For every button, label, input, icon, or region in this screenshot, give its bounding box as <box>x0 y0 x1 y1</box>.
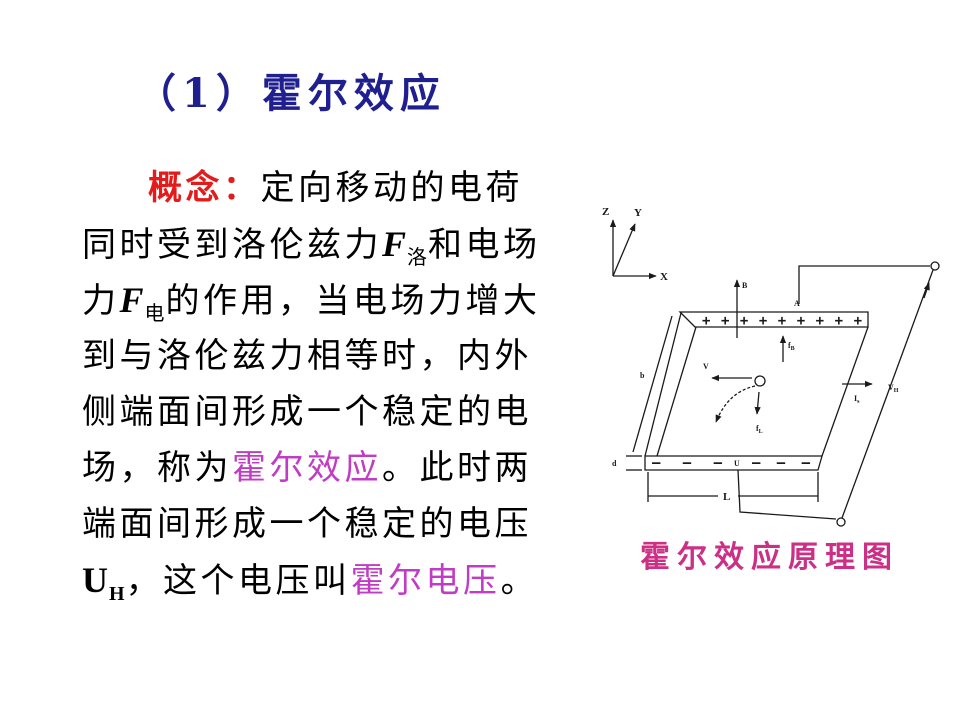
velocity-label: V <box>703 362 709 371</box>
term-hall-effect: 霍尔效应 <box>232 448 382 488</box>
paragraph-line-6: 场，称为霍尔效应。此时两 <box>82 440 541 496</box>
current-subscript: s <box>857 399 860 405</box>
line-2-text-a: 同时受到洛伦兹力 <box>82 225 382 265</box>
hall-voltage-label-symbol: V <box>888 383 894 392</box>
wire-top <box>798 265 930 304</box>
line-2-text-b: 和电场 <box>428 225 541 265</box>
hall-voltage-arrow <box>923 282 930 299</box>
plate-right-edge <box>821 326 869 457</box>
y-axis <box>612 223 636 277</box>
force-down-subscript: L <box>759 429 763 435</box>
paragraph-line-1: 概念：定向移动的电荷 <box>82 160 541 216</box>
line-7-text: 端面间形成一个稳定的电压 <box>82 504 532 544</box>
current-label: Is <box>854 394 860 405</box>
hall-voltage-subscript: H <box>109 583 126 605</box>
electric-force-subscript: 电 <box>144 301 166 325</box>
term-hall-voltage: 霍尔电压 <box>350 561 501 601</box>
terminal-bottom <box>836 517 846 527</box>
lorentz-force-subscript: 洛 <box>407 245 429 269</box>
terminal-a-label: A <box>794 299 800 308</box>
y-axis-label: Y <box>634 207 642 219</box>
force-down-label: fL <box>756 424 763 435</box>
plate-left-edge-inner <box>656 326 697 457</box>
thickness-label: d <box>612 459 617 468</box>
concept-paragraph: 概念：定向移动的电荷 同时受到洛伦兹力F洛和电场 力F电的作用，当电场力增大 到… <box>82 160 541 608</box>
force-up-subscript: B <box>791 346 795 352</box>
hall-effect-diagram: Z Y X + + + + + + + + + — — — — — — U A … <box>602 206 940 527</box>
line-6-text-b: 。此时两 <box>382 448 532 488</box>
terminal-u-label: U <box>734 459 740 468</box>
hall-voltage-label: VH <box>888 383 899 394</box>
minus-charges-left: — — — <box>652 455 723 471</box>
deflection-path <box>715 385 756 423</box>
line-4-text: 到与洛伦兹力相等时，内外 <box>82 336 532 376</box>
paragraph-line-5: 侧端面间形成一个稳定的电 <box>82 384 541 440</box>
slide-title: （1）霍尔效应 <box>136 70 446 117</box>
line-3-text-b: 的作用，当电场力增大 <box>165 281 541 321</box>
force-up-symbol: f <box>788 341 791 350</box>
line-6-text-a: 场，称为 <box>82 448 232 488</box>
hall-voltage-symbol: U <box>82 560 109 600</box>
force-down-arrow <box>754 391 761 415</box>
hall-plate <box>644 311 869 471</box>
paragraph-line-7: 端面间形成一个稳定的电压 <box>82 496 541 552</box>
z-axis-label: Z <box>602 206 609 218</box>
plate-bottom-edge <box>644 455 823 471</box>
figure-caption: 霍尔效应原理图 <box>640 540 899 575</box>
magnetic-field-label: B <box>742 281 748 290</box>
width-label: b <box>640 371 645 380</box>
line-3-text-a: 力 <box>82 281 120 321</box>
minus-charges-right: — — — <box>752 455 811 471</box>
paragraph-line-2: 同时受到洛伦兹力F洛和电场 <box>82 216 541 272</box>
wire-hall-voltage <box>841 269 934 519</box>
current-symbol: I <box>854 394 857 403</box>
force-up-label: fB <box>788 341 795 352</box>
terminal-top <box>930 261 940 271</box>
line-8-text-b: 。 <box>500 561 539 601</box>
width-dimension-line <box>632 315 673 453</box>
coordinate-axes: Z Y X <box>602 206 668 283</box>
paragraph-line-8: UH，这个电压叫霍尔电压。 <box>82 552 541 608</box>
wire-bottom <box>737 469 837 520</box>
concept-label: 概念： <box>148 168 261 208</box>
lorentz-force-symbol: F <box>382 224 408 264</box>
hall-voltage-label-subscript: H <box>894 388 899 394</box>
x-axis-label: X <box>660 271 668 283</box>
length-label: L <box>723 491 730 503</box>
length-dimension: L <box>647 472 819 503</box>
electric-force-symbol: F <box>119 280 145 320</box>
line-1-text: 定向移动的电荷 <box>260 168 523 208</box>
line-8-text-a: ，这个电压叫 <box>125 561 351 601</box>
plus-charges: + + + + + + + + + <box>702 313 862 329</box>
charge-carrier <box>754 375 766 387</box>
paragraph-line-4: 到与洛伦兹力相等时，内外 <box>82 328 541 384</box>
line-5-text: 侧端面间形成一个稳定的电 <box>82 392 532 432</box>
paragraph-line-3: 力F电的作用，当电场力增大 <box>82 272 541 328</box>
force-down-symbol: f <box>756 424 759 433</box>
plate-left-edge-outer <box>644 312 682 457</box>
